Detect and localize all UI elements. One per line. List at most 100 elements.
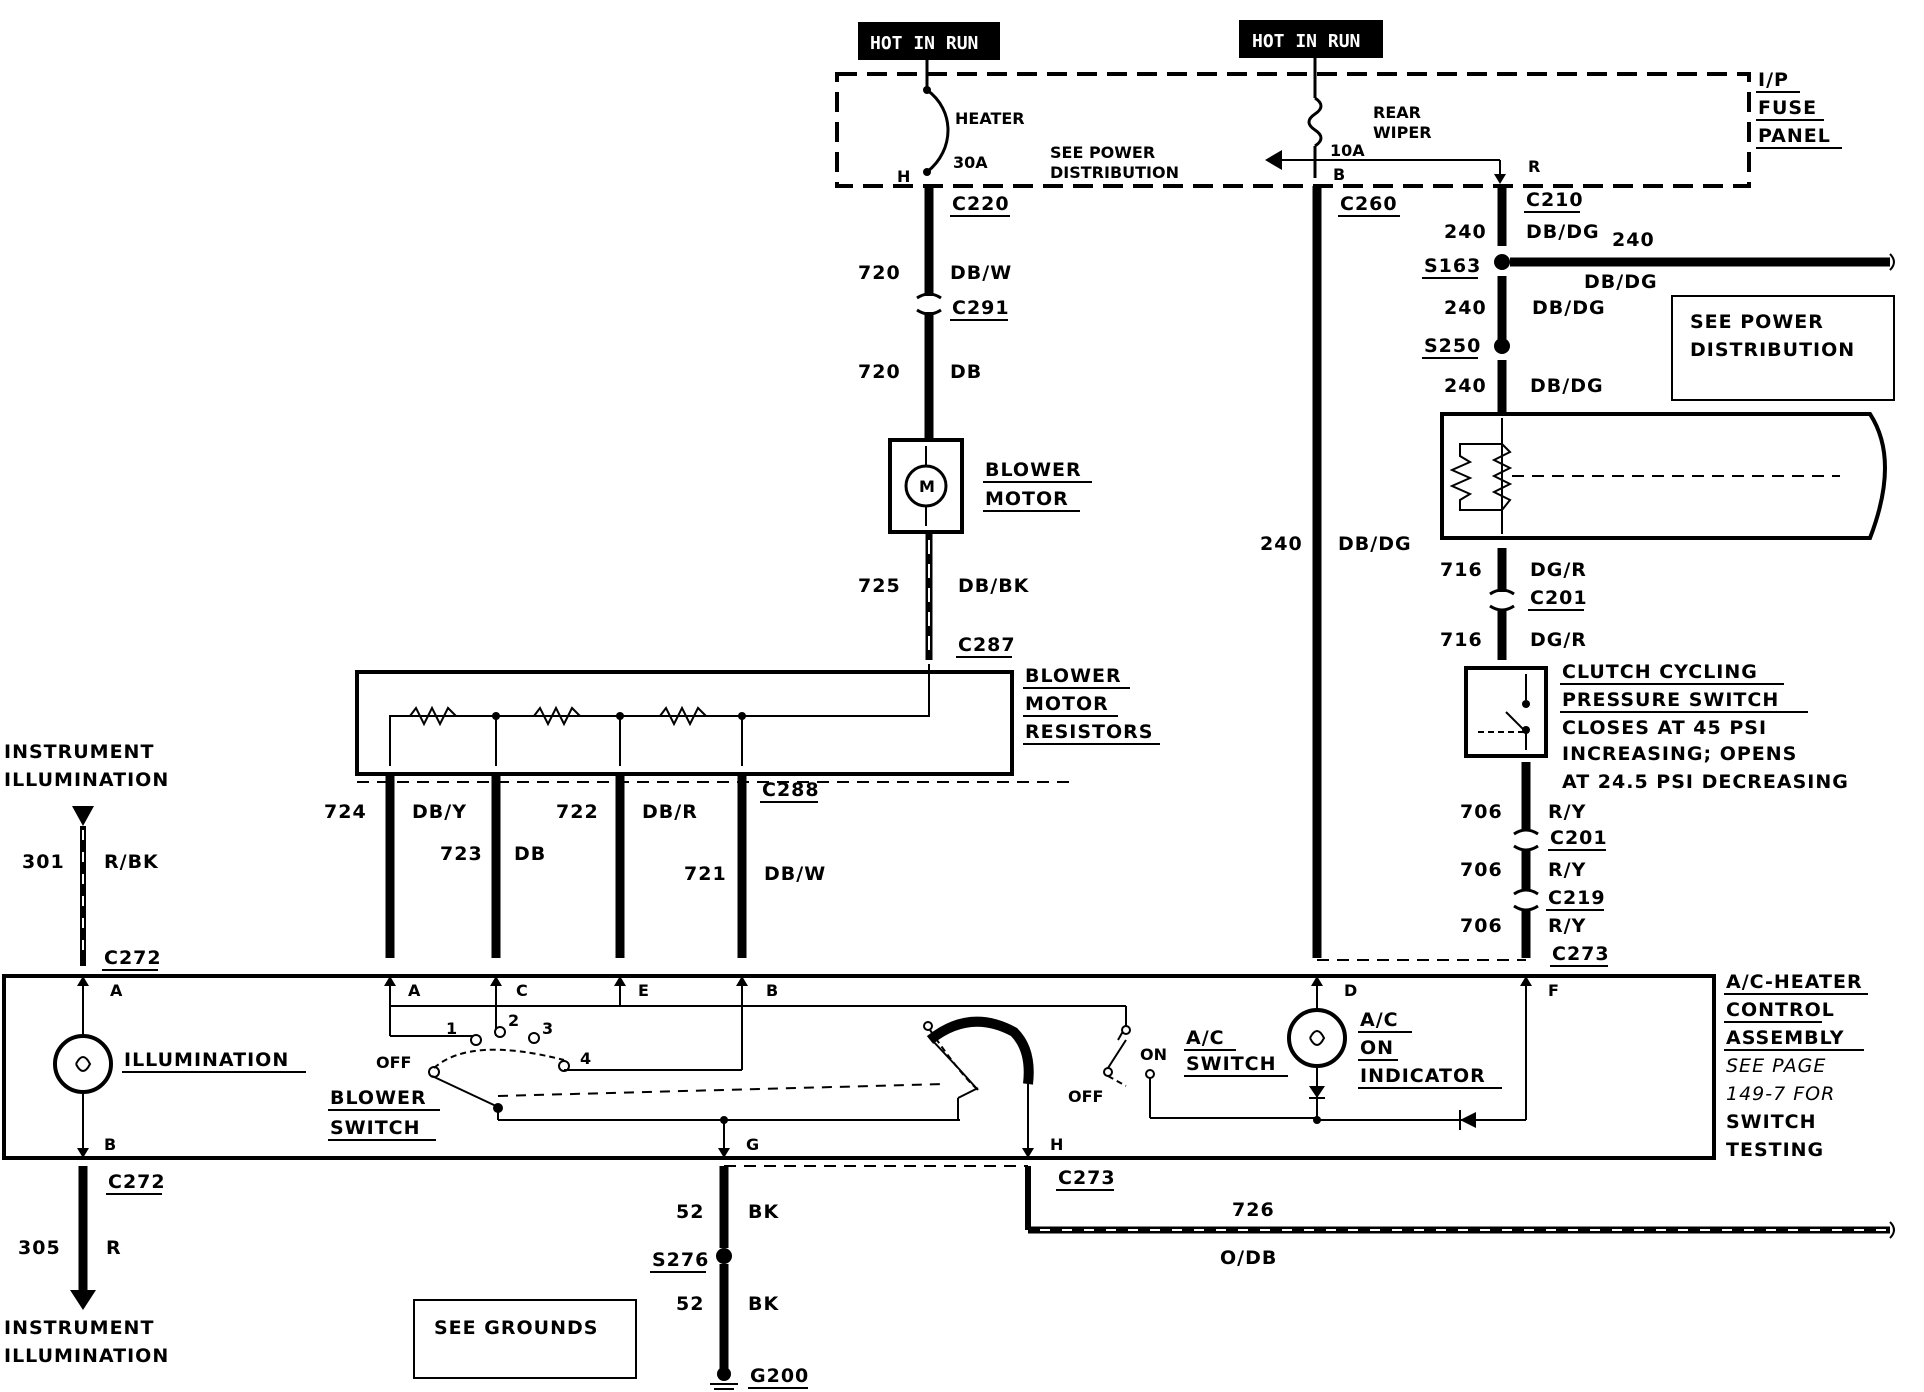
pin-d: D xyxy=(1344,981,1357,1000)
c219-label: C219 xyxy=(1548,887,1606,909)
wire-301: 301 xyxy=(22,851,65,873)
c291-label: C291 xyxy=(952,297,1010,319)
instrument-illumination-input: INSTRUMENT ILLUMINATION 301 R/BK C272 xyxy=(4,741,169,971)
see-power-dist-2: DISTRIBUTION xyxy=(1690,339,1855,361)
ac-off-label: OFF xyxy=(1068,1087,1103,1106)
color-721: DB/W xyxy=(764,863,826,885)
blower-off-label: OFF xyxy=(376,1053,411,1072)
clutch-cycling-circuit: C210 240 DB/DG 240 S163 DB/DG 240 DB/DG … xyxy=(1317,186,1895,967)
resistors-label-3: RESISTORS xyxy=(1025,721,1153,743)
clutch-label-1: CLUTCH CYCLING xyxy=(1562,661,1758,683)
blower-motor-resistors: BLOWER MOTOR RESISTORS xyxy=(355,664,1160,776)
pin-f: F xyxy=(1548,981,1559,1000)
switch-pos-3: 3 xyxy=(542,1019,553,1038)
c273-b-label: C273 xyxy=(1058,1167,1116,1189)
color-723: DB xyxy=(514,843,546,865)
ac-on-label: ON xyxy=(1140,1045,1167,1064)
resistors-label-1: BLOWER xyxy=(1025,665,1122,687)
resistors-label-2: MOTOR xyxy=(1025,693,1109,715)
s250-label: S250 xyxy=(1424,335,1481,357)
resistor-output-wires: C288 724 DB/Y 723 DB 722 DB/R 721 DB/W xyxy=(324,776,1075,958)
wire-720-b: 720 xyxy=(858,361,901,383)
ac-on-indicator-1: A/C xyxy=(1360,1009,1399,1031)
color-724: DB/Y xyxy=(412,801,467,823)
fuse-r-pin: R xyxy=(1528,157,1540,176)
clutch-label-4: INCREASING; OPENS xyxy=(1562,743,1797,765)
see-page-3: SWITCH xyxy=(1726,1111,1817,1133)
wire-725: 725 xyxy=(858,575,901,597)
fuse-panel-title-2: FUSE xyxy=(1758,97,1817,119)
wire-240-b: 240 xyxy=(1444,221,1487,243)
switch-pos-1: 1 xyxy=(446,1019,457,1038)
wire-723: 723 xyxy=(440,843,483,865)
pin-a-illum: A xyxy=(110,981,123,1000)
instr-illum-top-2: ILLUMINATION xyxy=(4,769,169,791)
color-716-b: DG/R xyxy=(1530,629,1587,651)
see-page-2: 149-7 FOR xyxy=(1726,1083,1835,1105)
wire-240-c: 240 xyxy=(1612,229,1655,251)
color-240-b: DB/DG xyxy=(1526,221,1600,243)
wiper-fuse-label-1: REAR xyxy=(1373,103,1421,122)
pin-c: C xyxy=(516,981,528,1000)
color-305: R xyxy=(106,1237,122,1259)
color-52-a: BK xyxy=(748,1201,779,1223)
ac-switch-label-1: A/C xyxy=(1186,1027,1225,1049)
heater-fuse-amp: 30A xyxy=(953,153,988,172)
switch-pos-2: 2 xyxy=(508,1011,519,1030)
color-240-e: DB/DG xyxy=(1530,375,1604,397)
fuse-panel-title-3: PANEL xyxy=(1758,125,1831,147)
color-240-d: DB/DG xyxy=(1532,297,1606,319)
color-706-a: R/Y xyxy=(1548,801,1586,823)
c201-b-label: C201 xyxy=(1550,827,1608,849)
motor-symbol: M xyxy=(919,477,935,496)
pin-g: G xyxy=(746,1135,759,1154)
wire-706-b: 706 xyxy=(1460,859,1503,881)
hot-in-run-left: HOT IN RUN xyxy=(858,22,1000,60)
wire-716-b: 716 xyxy=(1440,629,1483,651)
pin-b: B xyxy=(766,981,778,1000)
ac-on-indicator-3: INDICATOR xyxy=(1360,1065,1486,1087)
bottom-outputs: C272 305 R INSTRUMENT ILLUMINATION 52 BK… xyxy=(4,1165,1895,1390)
wiper-fuse-pin: B xyxy=(1333,165,1345,184)
hot-in-run-right-label: HOT IN RUN xyxy=(1252,31,1360,52)
clutch-label-3: CLOSES AT 45 PSI xyxy=(1562,717,1767,739)
color-706-c: R/Y xyxy=(1548,915,1586,937)
wiper-fuse-label-2: WIPER xyxy=(1373,123,1432,142)
instr-illum-top-1: INSTRUMENT xyxy=(4,741,154,763)
instr-illum-bottom-1: INSTRUMENT xyxy=(4,1317,154,1339)
s163-label: S163 xyxy=(1424,255,1481,277)
color-52-b: BK xyxy=(748,1293,779,1315)
heater-fuse-label: HEATER xyxy=(955,109,1025,128)
hot-in-run-right: HOT IN RUN xyxy=(1239,20,1383,58)
color-720-a: DB/W xyxy=(950,262,1012,284)
wire-722: 722 xyxy=(556,801,599,823)
c210-label: C210 xyxy=(1526,189,1584,211)
pin-b-illum: B xyxy=(104,1135,116,1154)
wiper-fuse-amp: 10A xyxy=(1330,141,1365,160)
rear-wiper-feed: C260 240 DB/DG xyxy=(1260,186,1412,958)
color-725: DB/BK xyxy=(958,575,1030,597)
illumination-label: ILLUMINATION xyxy=(124,1049,289,1071)
wire-305: 305 xyxy=(18,1237,61,1259)
see-page-1: SEE PAGE xyxy=(1726,1055,1826,1077)
ac-switch-label-2: SWITCH xyxy=(1186,1053,1277,1075)
color-301: R/BK xyxy=(104,851,159,873)
color-240-a: DB/DG xyxy=(1338,533,1412,555)
c287-label: C287 xyxy=(958,634,1016,656)
color-720-b: DB xyxy=(950,361,982,383)
wire-721: 721 xyxy=(684,863,727,885)
color-706-b: R/Y xyxy=(1548,859,1586,881)
ac-heater-control-assembly: A/C-HEATER CONTROL ASSEMBLY SEE PAGE 149… xyxy=(2,971,1868,1161)
wire-240-a: 240 xyxy=(1260,533,1303,555)
blower-switch-label-1: BLOWER xyxy=(330,1087,427,1109)
wire-720-a: 720 xyxy=(858,262,901,284)
blower-motor-label-2: MOTOR xyxy=(985,488,1069,510)
switch-pos-4: 4 xyxy=(580,1049,591,1068)
pin-a: A xyxy=(408,981,421,1000)
color-716-a: DG/R xyxy=(1530,559,1587,581)
fuse-see-power-2: DISTRIBUTION xyxy=(1050,163,1179,182)
blower-motor-circuit: C220 720 DB/W C291 720 DB M BLOWER MOTOR… xyxy=(858,186,1092,660)
wire-706-c: 706 xyxy=(1460,915,1503,937)
g200-label: G200 xyxy=(750,1365,809,1387)
